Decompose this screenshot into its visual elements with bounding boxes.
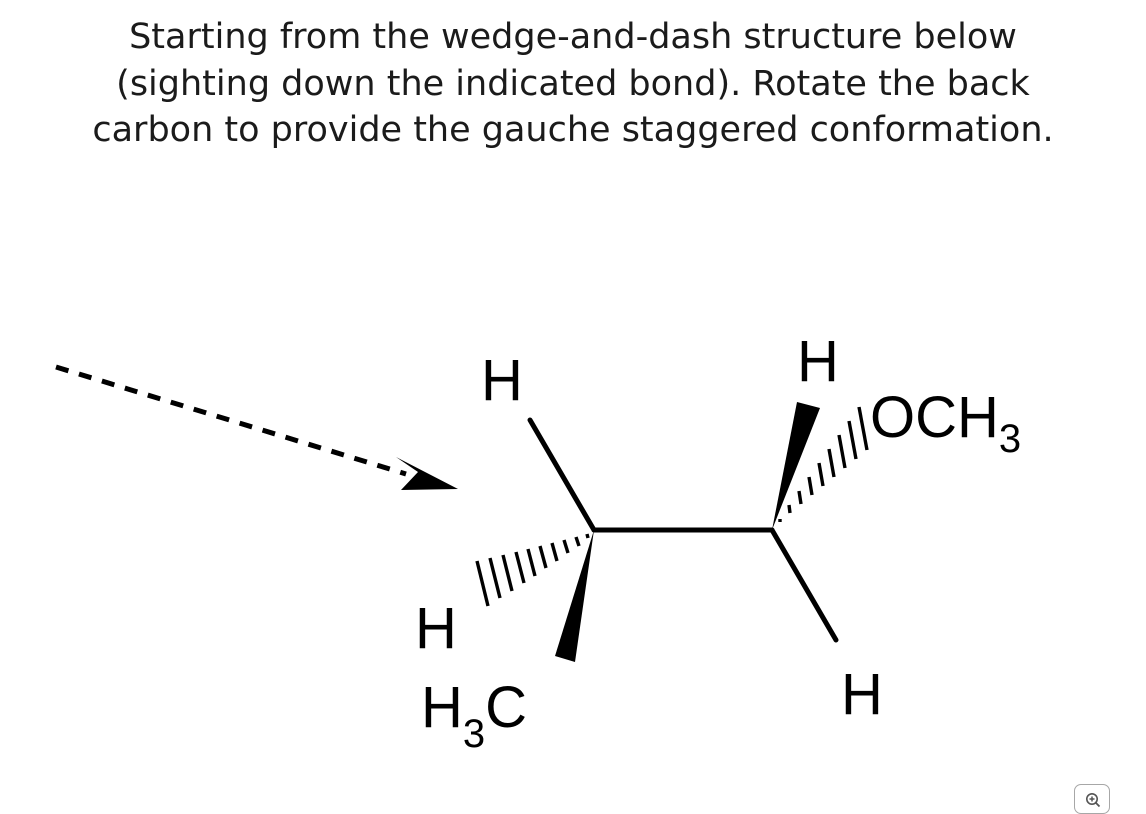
front-dash-h-label: H — [415, 596, 457, 661]
front-wedge-bond — [555, 530, 594, 662]
sighting-arrow-shaft — [55, 364, 407, 477]
back-wedge-h-label: H — [797, 329, 839, 394]
back-wedge-bond — [772, 402, 820, 530]
back-bottom-bond — [769, 527, 839, 643]
sighting-arrow-head — [396, 457, 458, 490]
question-text: Starting from the wedge-and-dash structu… — [92, 17, 1054, 150]
front-top-h-label: H — [481, 348, 523, 413]
back-bottom-h-label: H — [841, 662, 883, 727]
front-dash-bond — [475, 533, 590, 607]
front-top-bond — [527, 417, 597, 533]
front-wedge-ch3-subscript: 3 — [463, 712, 485, 756]
back-dash-och-text: OCH — [870, 385, 999, 450]
back-dash-och3-label: OCH3 — [870, 385, 1021, 461]
front-wedge-ch3-h: H — [421, 675, 463, 740]
back-dash-och3-subscript: 3 — [999, 417, 1021, 461]
zoom-in-button[interactable] — [1074, 784, 1110, 814]
front-wedge-ch3-c: C — [485, 675, 527, 740]
zoom-in-icon — [1086, 793, 1101, 808]
back-dash-bond — [778, 406, 869, 522]
front-wedge-ch3-label: H3C — [421, 675, 527, 756]
